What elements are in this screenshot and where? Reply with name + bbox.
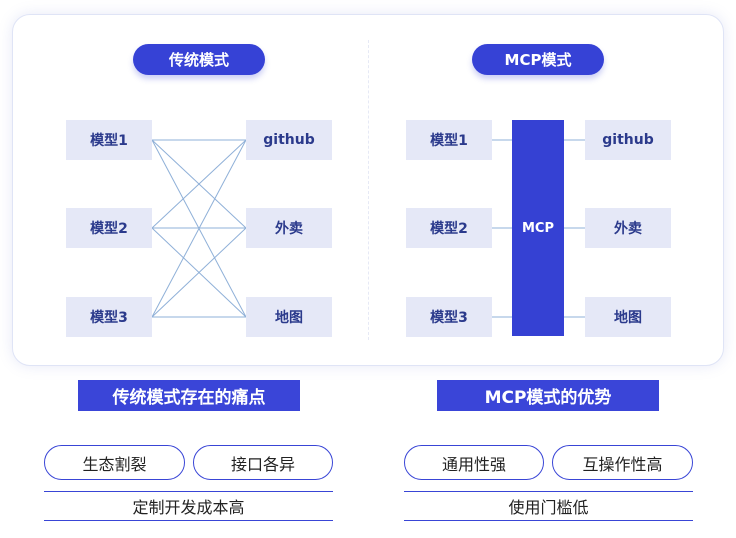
mcp-service-map: 地图 bbox=[585, 297, 671, 337]
mcp-mode-title: MCP模式 bbox=[472, 44, 604, 75]
mcp-hub: MCP bbox=[512, 120, 564, 336]
advantage-tag-universal: 通用性强 bbox=[404, 445, 544, 480]
mcp-service-github: github bbox=[585, 120, 671, 160]
mcp-hub-lines bbox=[492, 139, 585, 318]
problems-summary: 定制开发成本高 bbox=[44, 491, 333, 521]
section-divider bbox=[368, 40, 369, 340]
problem-tag-ecosystem: 生态割裂 bbox=[44, 445, 185, 480]
advantages-banner: MCP模式的优势 bbox=[437, 380, 659, 411]
mcp-service-delivery: 外卖 bbox=[585, 208, 671, 248]
traditional-mesh-lines bbox=[151, 139, 247, 318]
traditional-mode-title: 传统模式 bbox=[133, 44, 265, 75]
advantage-tag-interop: 互操作性高 bbox=[552, 445, 693, 480]
link-m2-s1 bbox=[151, 139, 247, 229]
traditional-service-delivery: 外卖 bbox=[246, 208, 332, 248]
traditional-service-map: 地图 bbox=[246, 297, 332, 337]
advantages-summary: 使用门槛低 bbox=[404, 491, 693, 521]
problem-tag-interface: 接口各异 bbox=[193, 445, 333, 480]
traditional-model-2: 模型2 bbox=[66, 208, 152, 248]
link-m3-s2 bbox=[151, 227, 247, 318]
problems-banner: 传统模式存在的痛点 bbox=[78, 380, 300, 411]
mcp-model-2: 模型2 bbox=[406, 208, 492, 248]
traditional-model-1: 模型1 bbox=[66, 120, 152, 160]
mcp-model-3: 模型3 bbox=[406, 297, 492, 337]
traditional-service-github: github bbox=[246, 120, 332, 160]
mcp-model-1: 模型1 bbox=[406, 120, 492, 160]
link-m3-s1 bbox=[151, 139, 247, 318]
traditional-model-3: 模型3 bbox=[66, 297, 152, 337]
